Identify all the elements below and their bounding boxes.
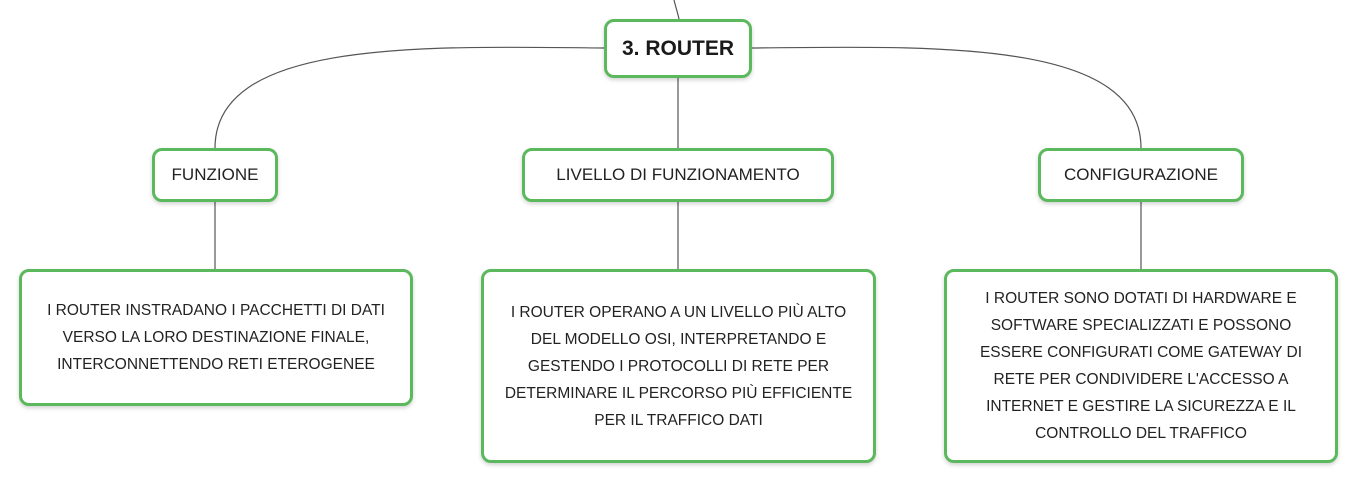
branch-node-label: CONFIGURAZIONE <box>1064 165 1218 184</box>
root-node-router[interactable]: 3. ROUTER <box>604 19 752 78</box>
connector-root-funzione <box>214 46 605 149</box>
leaf-node-livello-description[interactable]: I ROUTER OPERANO A UN LIVELLO PIÙ ALTO D… <box>481 269 876 463</box>
branch-node-label: LIVELLO DI FUNZIONAMENTO <box>556 165 800 184</box>
branch-node-label: FUNZIONE <box>171 165 259 184</box>
root-node-label: 3. ROUTER <box>621 36 734 60</box>
branch-node-funzione[interactable]: FUNZIONE <box>152 148 278 202</box>
connector-root-config <box>751 46 1142 149</box>
leaf-node-text: I ROUTER OPERANO A UN LIVELLO PIÙ ALTO D… <box>504 303 853 429</box>
leaf-node-text: I ROUTER INSTRADANO I PACCHETTI DI DATI … <box>47 302 385 373</box>
branch-node-configurazione[interactable]: CONFIGURAZIONE <box>1038 148 1244 202</box>
leaf-node-configurazione-description[interactable]: I ROUTER SONO DOTATI DI HARDWARE E SOFTW… <box>944 269 1338 463</box>
leaf-node-funzione-description[interactable]: I ROUTER INSTRADANO I PACCHETTI DI DATI … <box>19 269 413 406</box>
leaf-node-text: I ROUTER SONO DOTATI DI HARDWARE E SOFTW… <box>979 290 1303 442</box>
branch-node-livello-di-funzionamento[interactable]: LIVELLO DI FUNZIONAMENTO <box>522 148 834 202</box>
connector-incoming <box>673 0 680 20</box>
